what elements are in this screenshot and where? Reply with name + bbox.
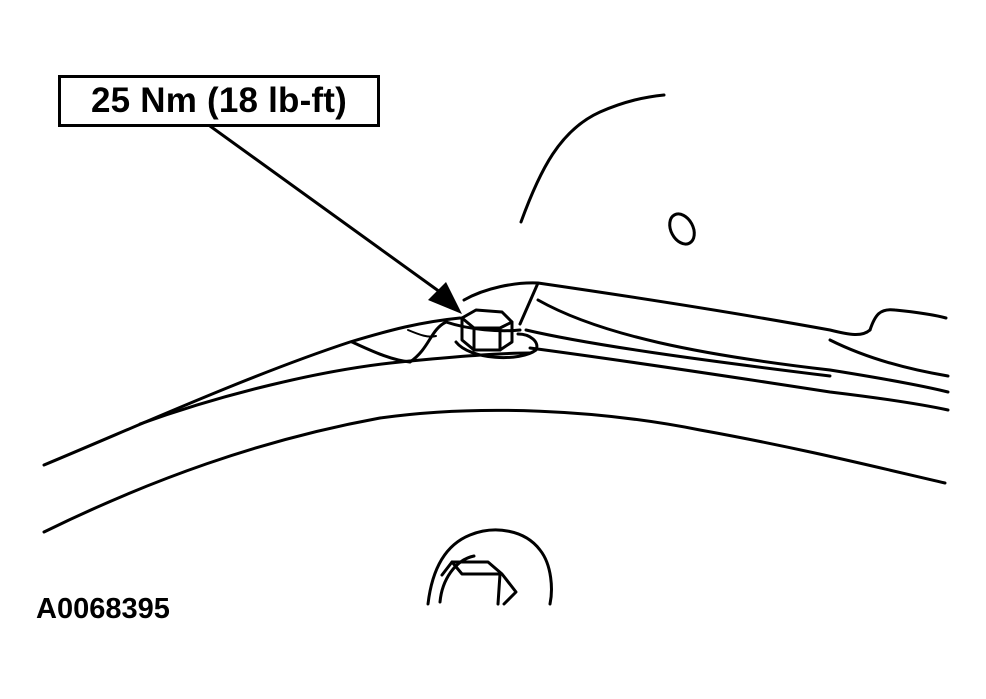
arm-top-edge (138, 351, 532, 426)
clamp-wrap-inner (407, 329, 437, 338)
second-flange-line (524, 328, 950, 378)
locating-hole (668, 212, 696, 246)
lower-socket-outline (426, 528, 553, 606)
lower-bolt-head (440, 560, 518, 606)
torque-spec-callout: 25 Nm (18 lb-ft) (58, 75, 380, 127)
upper-flange-line (536, 298, 950, 394)
upper-panel-edge (519, 93, 666, 224)
torque-bolt (460, 308, 514, 352)
figure-id-label: A0068395 (36, 593, 170, 625)
bracket-step-right (868, 308, 948, 332)
callout-arrowhead (428, 282, 462, 314)
arm-middle-sweep (42, 408, 947, 534)
bracket-tip (462, 281, 872, 336)
callout-leader-line (208, 124, 442, 294)
lower-socket-inner (438, 554, 476, 604)
bolt-washer (454, 332, 539, 360)
arm-wedge-upper (42, 316, 462, 467)
lower-flange-line (528, 346, 950, 412)
